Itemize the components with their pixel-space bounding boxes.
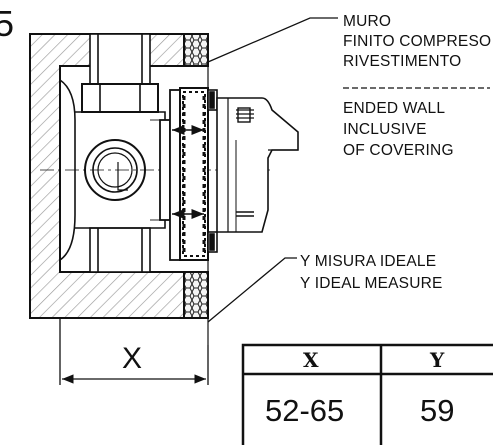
x-dimension-label: X: [122, 342, 142, 375]
table-header-x: X: [303, 348, 319, 372]
y-measure-note: Y MISURA IDEALE Y IDEAL MEASURE: [300, 253, 443, 292]
label-rivestimento: RIVESTIMENTO: [343, 53, 461, 70]
table-header-y: Y: [429, 348, 445, 372]
x-dimension: [59, 318, 209, 385]
table-value-x: 52-65: [265, 393, 344, 428]
table-value-y: 59: [420, 393, 454, 428]
wall-note-english: ENDED WALL INCLUSIVE OF COVERING: [343, 100, 454, 159]
wall-covering-bottom: [183, 271, 209, 319]
handle-body: [216, 97, 299, 233]
flange-plate: [159, 87, 218, 261]
label-of-covering: OF COVERING: [343, 142, 454, 159]
label-finito-compreso: FINITO COMPRESO: [343, 33, 491, 50]
label-muro: MURO: [343, 13, 391, 30]
dimension-table: X Y 52-65 59: [241, 343, 493, 445]
label-y-ideal: Y IDEAL MEASURE: [300, 275, 443, 292]
wall-note-italian: MURO FINITO COMPRESO RIVESTIMENTO: [343, 13, 491, 70]
leader-lines: [207, 17, 338, 323]
label-y-misura: Y MISURA IDEALE: [300, 253, 436, 270]
figure-number: 5: [0, 3, 14, 44]
label-inclusive: INCLUSIVE: [343, 121, 427, 138]
label-ended-wall: ENDED WALL: [343, 100, 445, 117]
wall-covering-top: [183, 33, 209, 67]
